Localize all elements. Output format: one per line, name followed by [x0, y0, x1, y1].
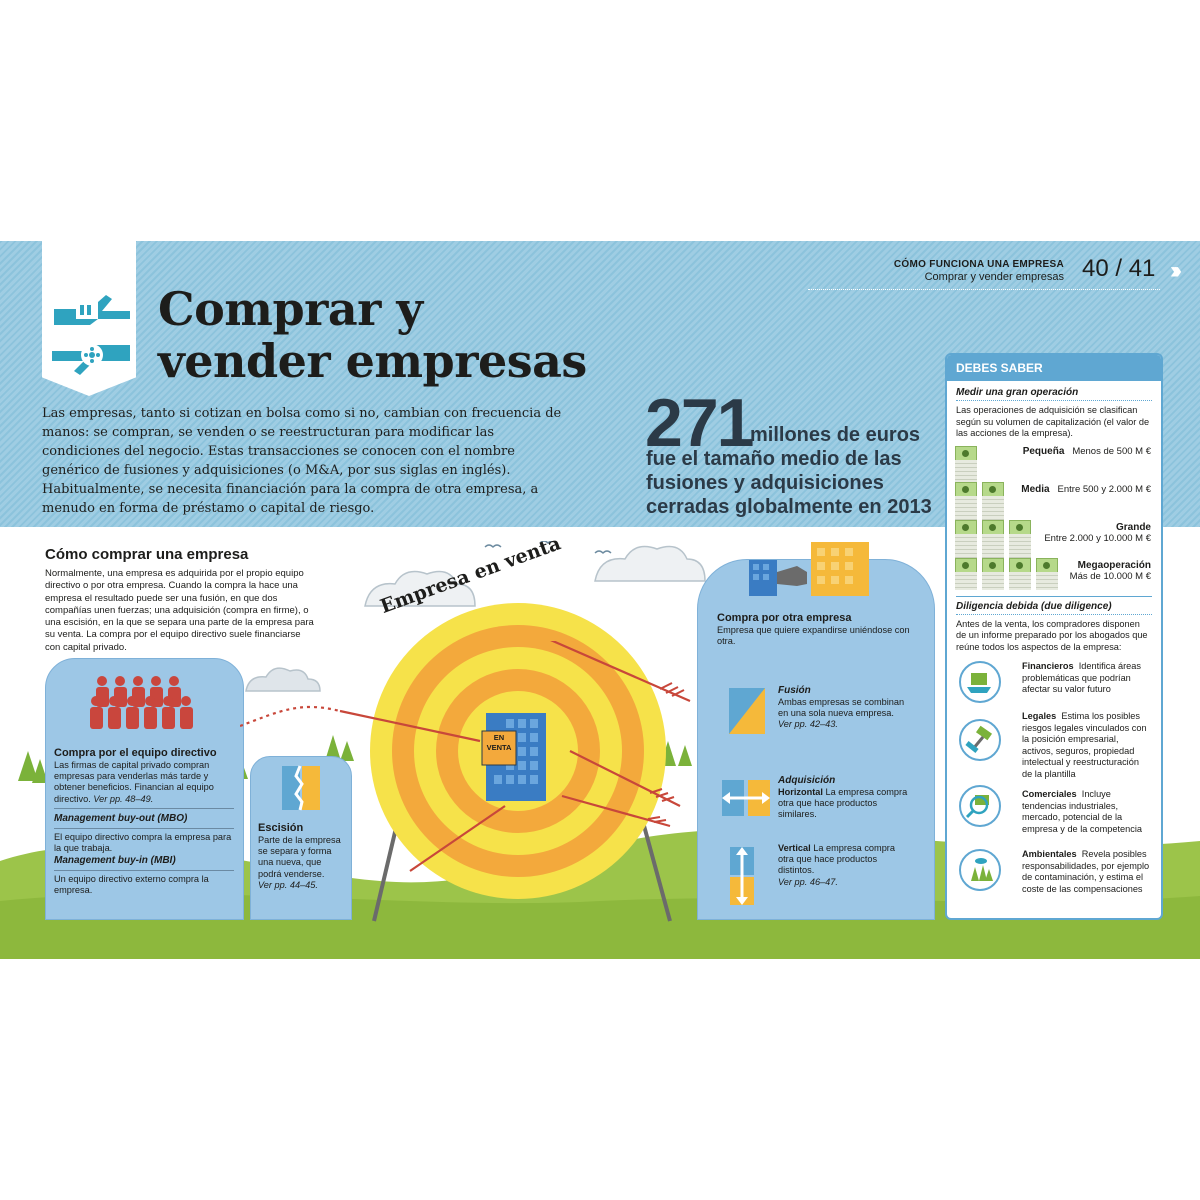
money-stack-icon	[1036, 571, 1058, 590]
page-numbers: 40 / 41	[1082, 255, 1156, 282]
stat-line-2: fue el tamaño medio de las	[646, 448, 902, 470]
management-body: Las firmas de capital privado compran em…	[54, 760, 214, 804]
measure-title: Medir una gran operación	[956, 387, 1079, 398]
money-stack-icon	[982, 571, 1004, 590]
banknote-icon	[982, 519, 1004, 536]
vertical-body: La empresa compra otra que hace producto…	[778, 843, 895, 876]
acquisition-title: Adquisición	[778, 775, 836, 786]
environment-icon	[959, 849, 1001, 891]
section-title: CÓMO FUNCIONA UNA EMPRESA	[893, 259, 1064, 270]
clouds	[245, 541, 706, 692]
stat-line-1: millones de euros	[750, 424, 921, 446]
escision-text: Escisión Parte de la empresa se separa y…	[258, 821, 346, 891]
mbi-text: Un equipo directivo externo compra la em…	[54, 874, 209, 896]
debes-saber-box: DEBES SABER Medir una gran operación Las…	[945, 353, 1163, 920]
howto-heading: Cómo comprar una empresa	[45, 546, 249, 563]
fusion-body: Ambas empresas se combinan en una sola n…	[778, 697, 905, 719]
mbi-title: Management buy-in (MBI)	[54, 855, 176, 867]
title-line-2: vender empresas	[158, 334, 587, 388]
header-rule	[808, 289, 1160, 290]
dd-ambientales: Ambientales Revela posibles responsabili…	[1022, 849, 1150, 894]
other-company-text: Compra por otra empresa Empresa que quie…	[717, 611, 917, 647]
money-stack-icon	[955, 459, 977, 484]
management-ref: Ver pp. 48–49.	[93, 793, 154, 804]
banknote-icon	[1009, 557, 1031, 574]
sign-line-1: EN	[493, 733, 505, 742]
money-stack-icon	[955, 533, 977, 558]
vertical-title: Vertical	[778, 843, 811, 853]
measure-text: Las operaciones de adquisición se clasif…	[956, 405, 1150, 438]
handshake-icon	[52, 295, 130, 375]
fusion-text: Fusión Ambas empresas se combinan en una…	[778, 684, 908, 731]
money-stack-icon	[1009, 533, 1031, 558]
size-list: Pequeña Menos de 500 M € Media Entre 500…	[947, 440, 1161, 592]
escision-body: Parte de la empresa se separa y forma un…	[258, 835, 341, 879]
stat-number: 271	[645, 385, 754, 461]
buying-hand-icon	[749, 542, 869, 596]
money-stack-icon	[955, 571, 977, 590]
money-stack-icon	[982, 533, 1004, 558]
financial-icon	[959, 661, 1001, 703]
vertical-icon	[730, 847, 754, 905]
money-stack-icon	[982, 495, 1004, 520]
escision-ref: Ver pp. 44–45.	[258, 879, 318, 890]
mbo-title: Management buy-out (MBO)	[54, 812, 188, 824]
for-sale-sign: EN VENTA	[482, 733, 516, 753]
divider	[54, 807, 234, 809]
size-pequena: Pequeña Menos de 500 M €	[1022, 445, 1151, 457]
target-board	[370, 603, 672, 922]
horizontal-icon	[722, 780, 770, 816]
page-title: Comprar y vender empresas	[158, 283, 587, 387]
money-stack-icon	[1009, 571, 1031, 590]
magnifier-icon	[959, 785, 1001, 827]
dd-text: Antes de la venta, los compradores dispo…	[956, 618, 1148, 652]
howto-text: Normalmente, una empresa es adquirida po…	[45, 568, 314, 653]
mbo-text: El equipo directivo compra la empresa pa…	[54, 831, 232, 854]
vertical-text: Vertical La empresa compra otra que hace…	[778, 843, 913, 888]
management-heading: Compra por el equipo directivo	[54, 747, 217, 759]
dd-comerciales: Comerciales Incluye tendencias industria…	[1022, 789, 1143, 834]
stat-line-4: cerradas globalmente en 2013	[646, 496, 932, 518]
merger-icon	[729, 688, 765, 734]
gavel-icon	[959, 719, 1001, 761]
title-line-1: Comprar y	[158, 282, 423, 336]
horizontal-body: La empresa compra otra que hace producto…	[778, 787, 908, 820]
divider	[54, 870, 234, 872]
split-building-icon	[282, 765, 320, 811]
sidebar-heading: DEBES SABER	[947, 355, 1161, 381]
stat-line-3: fusiones y adquisiciones	[646, 472, 884, 494]
management-text: Compra por el equipo directivo Las firma…	[54, 746, 234, 897]
money-stack-icon	[955, 495, 977, 520]
fusion-ref: Ver pp. 42–43.	[778, 719, 838, 730]
other-company-body: Empresa que quiere expandirse uniéndose …	[717, 625, 910, 647]
section-subtitle: Comprar y vender empresas	[924, 271, 1064, 283]
banknote-icon	[1036, 557, 1058, 574]
divider	[956, 613, 1152, 615]
intro-paragraph: Las empresas, tanto si cotizan en bolsa …	[42, 406, 562, 516]
dd-title: Diligencia debida (due diligence)	[956, 600, 1112, 612]
dd-legales: Legales Estima los posibles riesgos lega…	[1022, 711, 1147, 779]
acquisition-text: Adquisición Horizontal La empresa compra…	[778, 774, 913, 821]
escision-heading: Escisión	[258, 822, 304, 834]
divider	[956, 595, 1152, 597]
fusion-title: Fusión	[778, 685, 811, 696]
dd-financieros: Financieros Identifica áreas problemátic…	[1022, 661, 1141, 694]
other-company-heading: Compra por otra empresa	[717, 612, 852, 624]
arrows	[240, 641, 691, 872]
sign-line-2: VENTA	[486, 743, 512, 752]
divider	[54, 827, 234, 829]
dd-list: Financieros Identifica áreas problemátic…	[947, 653, 1161, 913]
divider	[956, 400, 1152, 401]
chevron-icon: ›››	[1170, 257, 1182, 284]
horizontal-title: Horizontal	[778, 787, 823, 797]
vertical-ref: Ver pp. 46–47.	[778, 876, 838, 887]
people-icon	[90, 676, 193, 729]
size-media: Media Entre 500 y 2.000 M €	[1021, 483, 1151, 495]
